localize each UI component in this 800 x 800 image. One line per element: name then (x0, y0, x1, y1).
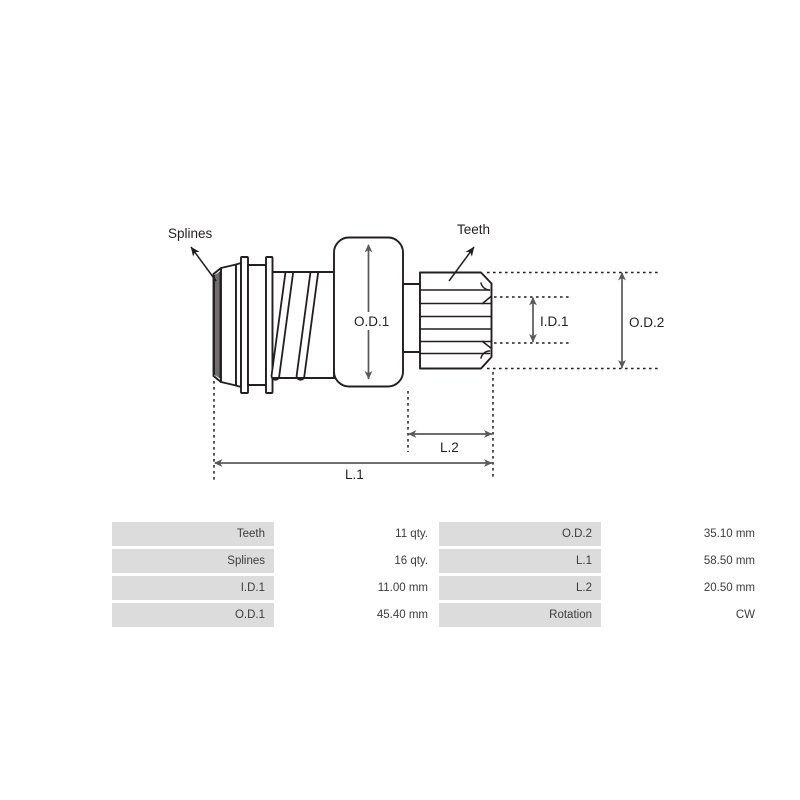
spec-table-body: Teeth 11 qty. O.D.2 35.10 mm Splines 16 … (112, 522, 766, 627)
spec-value: 35.10 mm (601, 522, 766, 549)
od1-label-mask (352, 312, 388, 330)
pinion-gear-group (419, 271, 493, 370)
l1-dimension-label: L.1 (345, 467, 364, 482)
table-row: I.D.1 11.00 mm L.2 20.50 mm (112, 576, 766, 603)
id1-dimension-label: I.D.1 (540, 314, 569, 329)
pinion-tooth-lines (419, 289, 493, 355)
l2-dimension-label: L.2 (440, 440, 459, 455)
spec-value: 16 qty. (274, 549, 439, 576)
spec-value: 11 qty. (274, 522, 439, 549)
teeth-callout-label: Teeth (457, 222, 490, 237)
specification-table: Teeth 11 qty. O.D.2 35.10 mm Splines 16 … (112, 522, 766, 627)
spec-value: CW (601, 603, 766, 627)
dimension-labels: O.D.1 I.D.1 O.D.2 L.1 L.2 (345, 312, 664, 482)
sleeve-barrel (247, 264, 267, 386)
spec-key: O.D.2 (439, 522, 601, 549)
teeth-leader-line (448, 246, 475, 282)
spec-key: O.D.1 (112, 603, 274, 627)
extension-lines (213, 271, 660, 480)
spline-teeth-hatch (214, 271, 220, 379)
spec-key: L.1 (439, 549, 601, 576)
od1-dimension-label: O.D.1 (354, 314, 389, 329)
pinion-chamfer-details (480, 282, 493, 359)
starter-drive-diagram: Splines Teeth O.D.1 I.D.1 (168, 222, 664, 482)
table-row: Splines 16 qty. L.1 58.50 mm (112, 549, 766, 576)
spec-key: Splines (112, 549, 274, 576)
splines-leader-line (190, 246, 217, 282)
pinion-shaft (402, 283, 421, 353)
hub-shoulder (220, 263, 237, 387)
spec-key: I.D.1 (112, 576, 274, 603)
callout-leaders (190, 246, 475, 282)
splines-callout-label: Splines (168, 226, 213, 241)
spec-key: L.2 (439, 576, 601, 603)
helical-spring-group (270, 271, 335, 381)
pinion-gear-body (419, 271, 493, 370)
spec-value: 58.50 mm (601, 549, 766, 576)
table-row: O.D.1 45.40 mm Rotation CW (112, 603, 766, 627)
splined-hub-group (212, 256, 274, 394)
spec-value: 11.00 mm (274, 576, 439, 603)
spec-key: Rotation (439, 603, 601, 627)
collar-disc (240, 256, 249, 394)
spec-key: Teeth (112, 522, 274, 549)
od2-dimension-label: O.D.2 (629, 315, 664, 330)
table-row: Teeth 11 qty. O.D.2 35.10 mm (112, 522, 766, 549)
spec-value: 45.40 mm (274, 603, 439, 627)
spec-value: 20.50 mm (601, 576, 766, 603)
